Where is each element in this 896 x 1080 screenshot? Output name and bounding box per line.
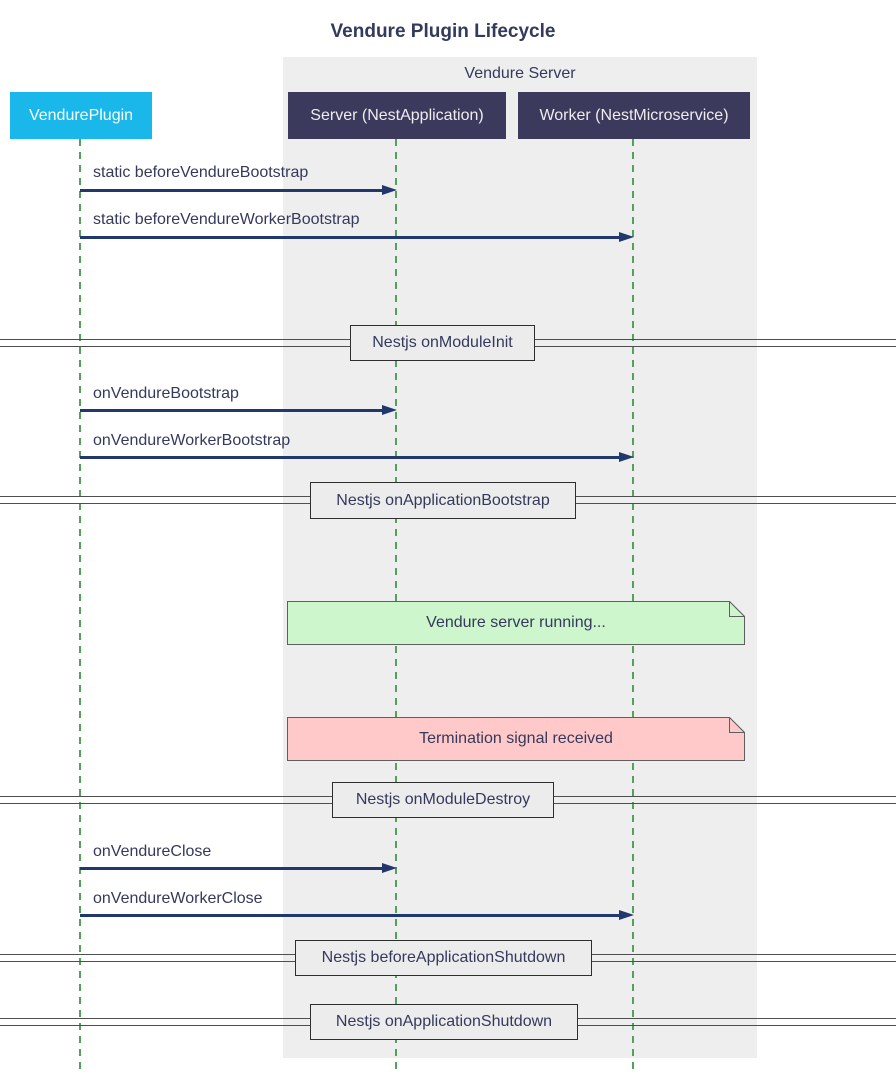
note-shape-icon bbox=[287, 717, 745, 761]
lifeline-vendureplugin bbox=[79, 139, 81, 1071]
participant-server: Server (NestApplication) bbox=[288, 92, 506, 139]
group-box-vendure-server bbox=[283, 57, 757, 1058]
message-label: onVendureClose bbox=[93, 843, 212, 860]
arrowhead-icon bbox=[382, 405, 397, 415]
divider-box: Nestjs onModuleInit bbox=[350, 325, 535, 361]
group-label: Vendure Server bbox=[464, 65, 576, 82]
diagram-title: Vendure Plugin Lifecycle bbox=[330, 21, 556, 42]
note-label: Termination signal received bbox=[419, 730, 613, 747]
note-server-running: Vendure server running... bbox=[287, 601, 745, 645]
divider-label: Nestjs onModuleInit bbox=[372, 334, 513, 351]
message-arrow bbox=[80, 456, 620, 459]
divider-box: Nestjs onApplicationShutdown bbox=[310, 1004, 578, 1040]
participant-worker: Worker (NestMicroservice) bbox=[518, 92, 750, 139]
participant-label: Worker (NestMicroservice) bbox=[539, 106, 729, 124]
message-label: static beforeVendureWorkerBootstrap bbox=[93, 211, 360, 228]
divider-label: Nestjs onModuleDestroy bbox=[355, 791, 531, 808]
message-label: static beforeVendureBootstrap bbox=[93, 164, 309, 181]
divider-box: Nestjs onApplicationBootstrap bbox=[310, 482, 576, 519]
note-label: Vendure server running... bbox=[426, 614, 606, 631]
message-label: onVendureBootstrap bbox=[93, 385, 239, 402]
divider-box: Nestjs onModuleDestroy bbox=[332, 782, 554, 818]
message-arrow bbox=[80, 236, 620, 239]
arrowhead-icon bbox=[619, 910, 634, 920]
participant-vendureplugin: VendurePlugin bbox=[10, 92, 152, 139]
note-termination-signal: Termination signal received bbox=[287, 717, 745, 761]
participant-label: Server (NestApplication) bbox=[310, 106, 484, 124]
participant-label: VendurePlugin bbox=[28, 106, 134, 124]
message-arrow bbox=[80, 867, 383, 870]
message-label: onVendureWorkerClose bbox=[93, 890, 263, 907]
arrowhead-icon bbox=[619, 232, 634, 242]
divider-box: Nestjs beforeApplicationShutdown bbox=[295, 940, 592, 976]
message-label: onVendureWorkerBootstrap bbox=[93, 432, 291, 449]
arrowhead-icon bbox=[619, 452, 634, 462]
message-arrow bbox=[80, 189, 383, 192]
divider-label: Nestjs onApplicationShutdown bbox=[335, 1013, 553, 1030]
divider-label: Nestjs onApplicationBootstrap bbox=[336, 491, 550, 509]
arrowhead-icon bbox=[382, 185, 397, 195]
divider-label: Nestjs beforeApplicationShutdown bbox=[321, 949, 566, 966]
message-arrow bbox=[80, 914, 620, 917]
message-arrow bbox=[80, 409, 383, 412]
note-shape-icon bbox=[287, 601, 745, 645]
arrowhead-icon bbox=[382, 863, 397, 873]
